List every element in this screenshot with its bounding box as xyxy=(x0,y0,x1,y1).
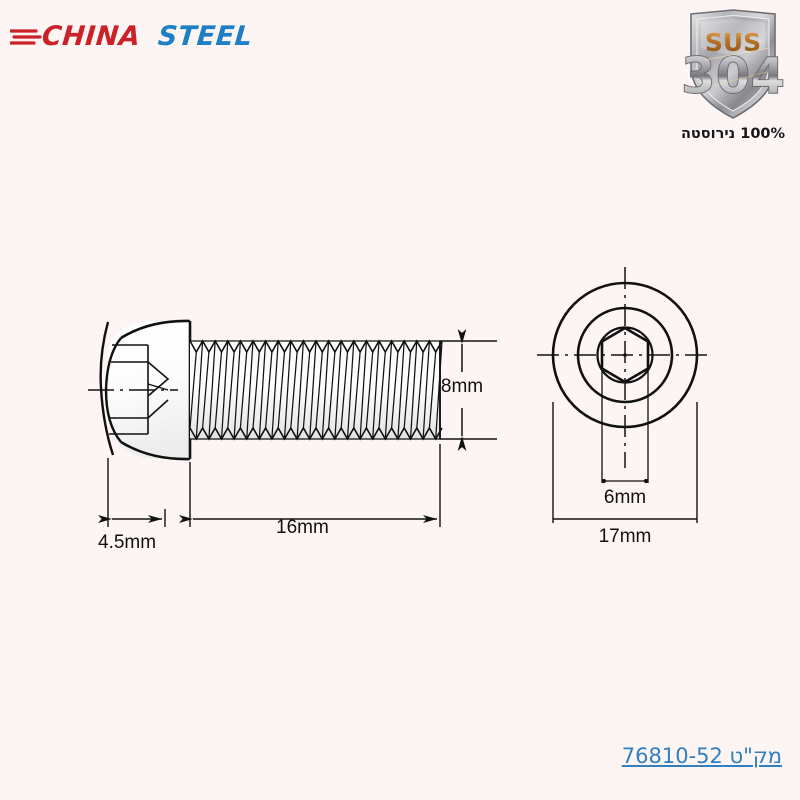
dimension-label-head-height: 4.5mm xyxy=(98,532,156,553)
dimension-hex-socket-size: 6mm xyxy=(601,368,649,508)
dimension-label-hex-socket-size: 6mm xyxy=(604,487,646,508)
dimension-thread-diameter: 8mm xyxy=(440,329,497,451)
badge-caption: 100% נירוסטה xyxy=(680,126,786,142)
badge-grade-prefix: SUS xyxy=(705,28,761,57)
sku-link[interactable]: מק"ט 76810-52 xyxy=(621,744,782,768)
shield-icon: SUS 304 xyxy=(681,9,785,119)
dimension-label-thread-diameter: 8mm xyxy=(441,376,483,397)
sus-304-badge: SUS 304 100% נירוסטה xyxy=(673,8,793,153)
dimension-label-flange-diameter: 17mm xyxy=(599,526,652,547)
front-view: 6mm 17mm xyxy=(537,267,713,547)
center-point xyxy=(623,353,627,357)
dimension-head-height: 4.5mm xyxy=(98,458,166,553)
side-view xyxy=(88,319,443,461)
dimension-label-thread-length: 16mm xyxy=(276,517,329,538)
badge-grade-number: 304 xyxy=(681,47,785,105)
dimension-flange-diameter: 17mm xyxy=(552,402,698,547)
brand-logo: CHINA STEEL xyxy=(10,14,260,62)
speed-lines-icon xyxy=(10,29,42,45)
threaded-shank xyxy=(189,339,443,441)
dimension-thread-length: 16mm xyxy=(179,444,441,538)
